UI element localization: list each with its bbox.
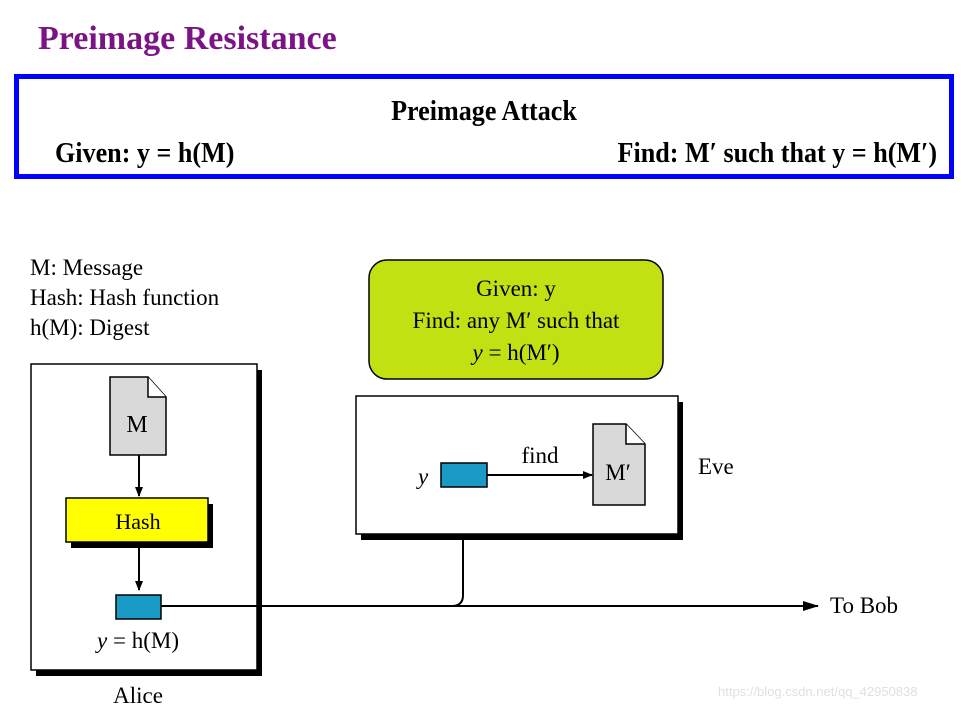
hash-label: Hash [115,509,160,534]
attack-find: Find: M′ such that y = h(M′) [617,137,937,169]
eve-callout-line-3: y = h(M′) [471,340,560,365]
message-label: M [126,412,147,438]
preimage-attack-box: Preimage Attack Given: y = h(M) Find: M′… [14,74,954,179]
eve-digest-box [440,462,488,488]
eve-callout-line-2: Find: any M′ such that [413,308,621,333]
alice-digest-label: y = h(M) [95,628,179,653]
eve-callout [368,259,664,380]
alice-label: Alice [113,683,163,708]
legend-digest: h(M): Digest [30,315,150,340]
found-document-icon [592,423,646,506]
find-label: find [521,443,559,468]
alice-digest-box [115,594,162,620]
hash-box [65,497,213,548]
found-message-label: M′ [605,460,630,485]
eve-y-label: y [416,464,429,489]
legend-hash: Hash: Hash function [30,285,220,310]
legend: M: Message Hash: Hash function h(M): Dig… [30,253,219,343]
message-document-icon [109,376,167,456]
eve-label: Eve [698,454,734,479]
eve-callout-line-1: Given: y [476,276,556,301]
attack-given: Given: y = h(M) [55,137,235,169]
page-title: Preimage Resistance [38,20,337,57]
legend-message: M: Message [30,255,144,280]
watermark: https://blog.csdn.net/qq_42950838 [718,684,918,699]
attack-heading: Preimage Attack [391,95,577,127]
to-bob-label: To Bob [830,593,898,618]
